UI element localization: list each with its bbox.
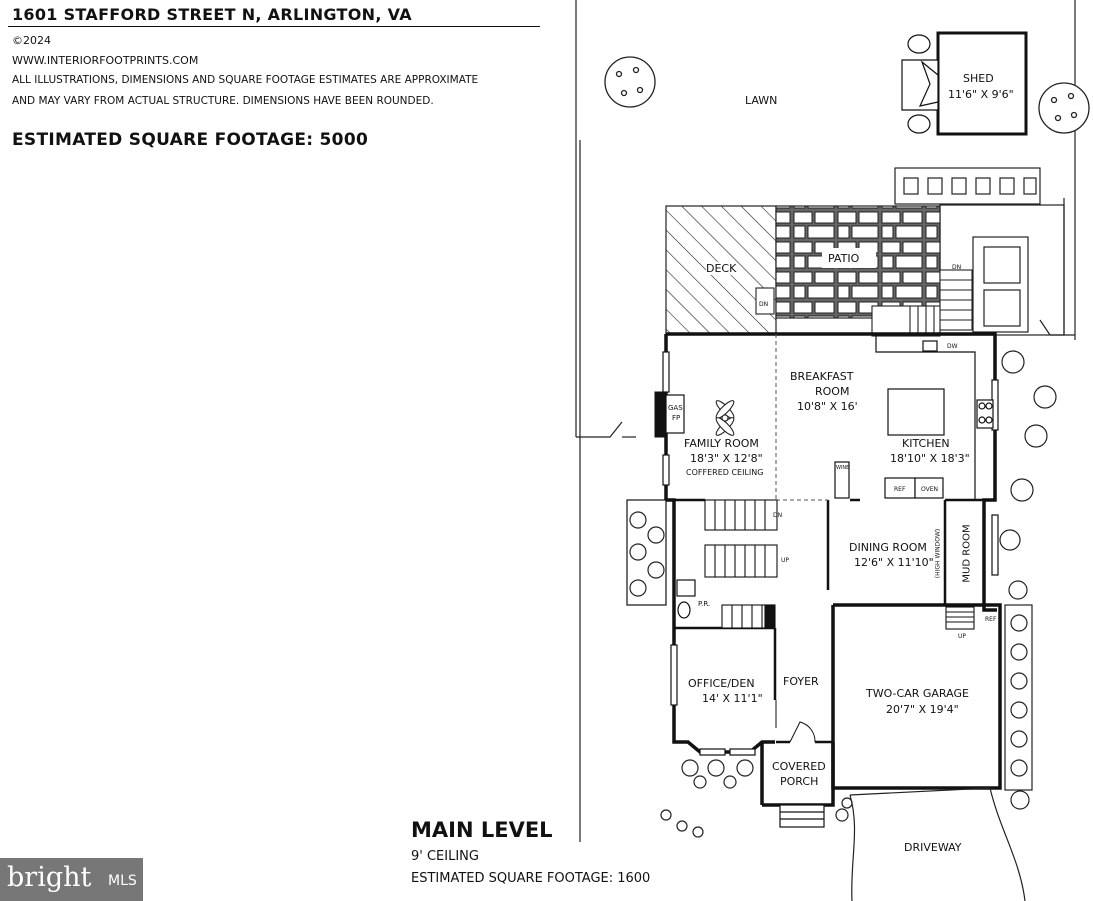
fireplace xyxy=(654,391,685,438)
kitchen-counters xyxy=(834,336,994,500)
level-ceiling-height: 9' CEILING xyxy=(411,849,479,864)
window-openings xyxy=(662,351,999,756)
room-dividers xyxy=(775,334,828,501)
interior-walls xyxy=(666,498,984,744)
disclaimer-line-2: AND MAY VARY FROM ACTUAL STRUCTURE. DIME… xyxy=(12,95,434,107)
address-underline xyxy=(8,26,540,27)
property-address: 1601 STAFFORD STREET N, ARLINGTON, VA xyxy=(12,5,412,24)
driveway-edges xyxy=(849,787,1026,901)
patio-label-bg xyxy=(822,248,876,268)
disclaimer-line-1: ALL ILLUSTRATIONS, DIMENSIONS AND SQUARE… xyxy=(12,74,479,86)
copyright-text: ©2024 xyxy=(12,34,51,47)
deck-area xyxy=(665,205,777,335)
property-boundary xyxy=(575,0,1076,842)
staircase xyxy=(704,499,975,630)
tree-icon xyxy=(1038,82,1090,134)
ceiling-fan-icon xyxy=(715,400,735,436)
bright-mls-logo: bright MLS xyxy=(0,858,143,901)
porch-steps xyxy=(779,804,825,828)
patio-steps xyxy=(755,269,973,337)
website-text: WWW.INTERIORFOOTPRINTS.COM xyxy=(12,54,199,67)
level-title: MAIN LEVEL xyxy=(411,818,553,842)
level-square-footage: ESTIMATED SQUARE FOOTAGE: 1600 xyxy=(411,871,651,886)
shrubs xyxy=(629,350,1057,838)
door-swings xyxy=(775,700,816,743)
total-square-footage: ESTIMATED SQUARE FOOTAGE: 5000 xyxy=(12,130,369,150)
shed xyxy=(901,31,1028,136)
tree-icon xyxy=(604,56,656,108)
planter-boxes xyxy=(894,167,1065,336)
